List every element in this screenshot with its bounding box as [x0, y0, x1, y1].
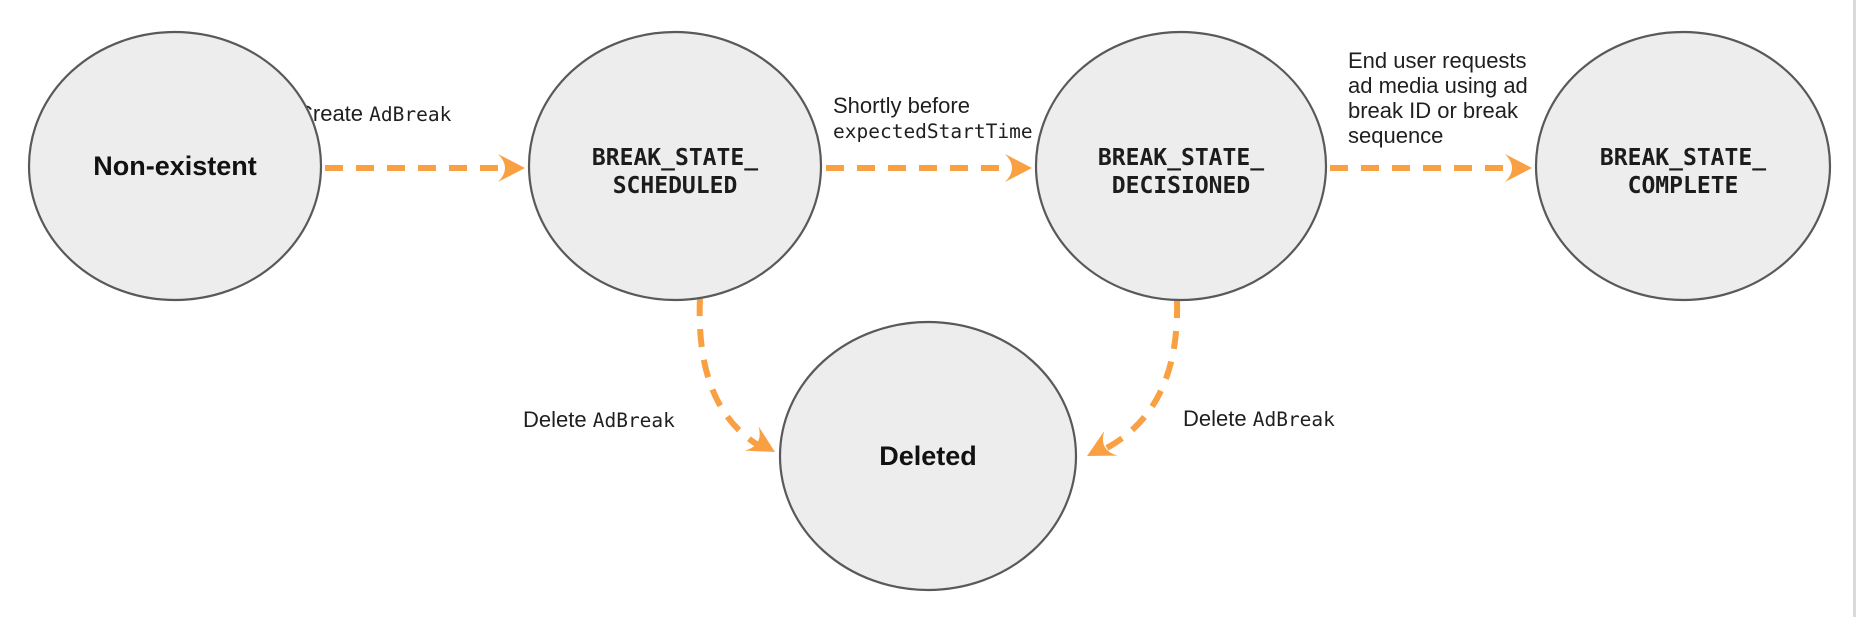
state-circle [527, 30, 823, 302]
state-node-break-state-complete: BREAK_STATE_ COMPLETE [1534, 30, 1832, 302]
edge-label-text: Delete [523, 407, 593, 432]
state-node-deleted: Deleted [778, 320, 1078, 592]
edge-end-user-requests-ad-media: End user requests ad media using ad brea… [1330, 48, 1532, 182]
arrowhead-icon [744, 426, 775, 452]
edge-decision-label-line1: Shortly before [833, 93, 970, 118]
state-circle [778, 320, 1078, 592]
edge-label-code: AdBreak [1253, 408, 1335, 431]
state-label-non-existent: Non-existent [93, 151, 257, 181]
state-label-complete-line2: COMPLETE [1628, 173, 1739, 199]
state-label-scheduled-line2: SCHEDULED [613, 173, 738, 199]
edge-complete-label-line4: sequence [1348, 123, 1443, 148]
state-circle [1534, 30, 1832, 302]
edge-complete-label-line1: End user requests [1348, 48, 1527, 73]
edge-label-text: Delete [1183, 406, 1253, 431]
page-right-border [1853, 0, 1856, 617]
edge-create-adbreak-label: Create AdBreak [297, 101, 452, 126]
arrowhead-icon [498, 154, 525, 182]
state-label-scheduled-line1: BREAK_STATE_ [592, 145, 758, 171]
state-node-break-state-scheduled: BREAK_STATE_ SCHEDULED [527, 30, 823, 302]
state-label-deleted: Deleted [879, 441, 977, 471]
edge-delete-scheduled-curve [696, 297, 765, 451]
state-circle [27, 30, 323, 302]
edge-complete-label-line2: ad media using ad [1348, 73, 1528, 98]
edge-delete-adbreak-from-decisioned: Delete AdBreak [1087, 299, 1335, 456]
edge-create-adbreak: Create AdBreak [297, 101, 525, 182]
edge-delete-decisioned-curve [1099, 299, 1181, 454]
state-label-complete-line1: BREAK_STATE_ [1600, 145, 1766, 171]
state-node-non-existent: Non-existent [27, 30, 323, 302]
state-label-decisioned-line2: DECISIONED [1112, 173, 1250, 199]
arrowhead-icon [1505, 154, 1532, 182]
edge-delete-decisioned-label: Delete AdBreak [1183, 406, 1335, 431]
arrowhead-icon [1005, 154, 1032, 182]
state-label-decisioned-line1: BREAK_STATE_ [1098, 145, 1264, 171]
edge-label-code: AdBreak [369, 103, 451, 126]
edge-delete-adbreak-from-scheduled: Delete AdBreak [523, 297, 775, 452]
edge-shortly-before-expected-start-time: Shortly before expectedStartTime [826, 93, 1033, 182]
arrowhead-icon [1087, 430, 1118, 456]
state-node-break-state-decisioned: BREAK_STATE_ DECISIONED [1034, 30, 1328, 302]
state-circle [1034, 30, 1328, 302]
edge-label-code: AdBreak [593, 409, 675, 432]
edge-delete-scheduled-label: Delete AdBreak [523, 407, 675, 432]
edge-complete-label-line3: break ID or break [1348, 98, 1519, 123]
edge-decision-label-line2: expectedStartTime [833, 120, 1033, 143]
